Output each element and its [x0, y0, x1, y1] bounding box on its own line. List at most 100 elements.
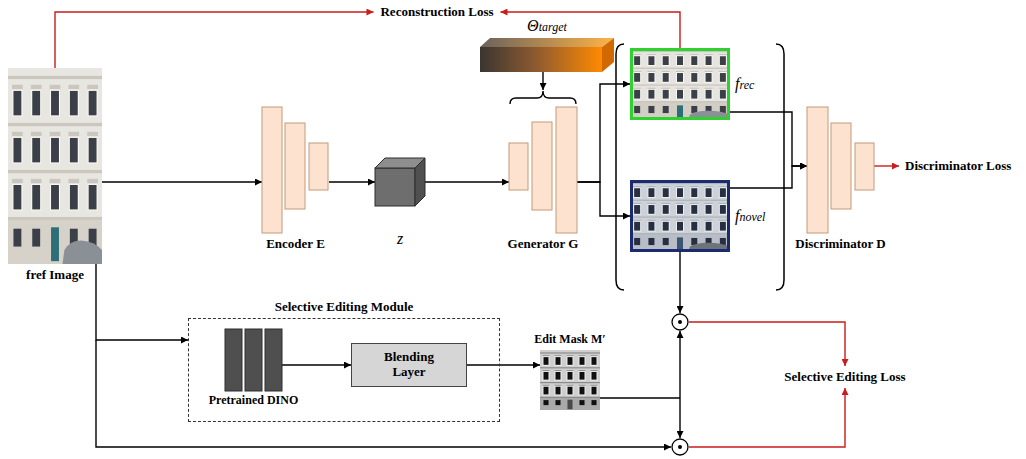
cornice: [8, 217, 102, 220]
window-frame: [554, 386, 561, 396]
window-pane: [663, 90, 669, 99]
window-pane: [634, 106, 640, 113]
connector-arrow: [874, 165, 899, 166]
window-pane: [634, 90, 640, 99]
window-pane: [579, 387, 584, 395]
connector-arrow: [577, 84, 630, 182]
loss-label-label: Discriminator Loss: [905, 159, 1011, 174]
novel-image-label: fnovel: [735, 207, 765, 225]
window-frame: [662, 89, 670, 100]
curly-brace: [510, 91, 576, 104]
window-pane: [720, 90, 726, 99]
window-pane: [691, 222, 697, 231]
window-pane: [70, 91, 78, 115]
window-pane: [543, 387, 548, 395]
cornice: [630, 200, 730, 201]
window-frame: [676, 89, 684, 100]
connector-arrow: [730, 166, 807, 188]
connector-arrow: [467, 364, 540, 365]
window-frame: [633, 221, 641, 232]
selective-editing-module: Pretrained DINOBlending LayerSelective E…: [188, 318, 500, 422]
window-lintel: [50, 85, 61, 89]
window-pane: [13, 138, 21, 162]
window-frame: [662, 72, 670, 83]
loss-label: Reconstruction Loss: [373, 3, 500, 22]
network-layer: [831, 123, 851, 209]
door: [677, 105, 683, 118]
reference-image-drawing: [8, 68, 102, 264]
pretrained-dino: Pretrained DINO: [225, 329, 282, 391]
mask-wire: [600, 397, 680, 398]
loss-label-label: Reconstruction Loss: [380, 5, 493, 20]
window-pane: [663, 188, 669, 197]
window-pane: [89, 185, 97, 209]
window-pane: [691, 205, 697, 214]
window-frame: [542, 386, 549, 396]
cornice: [630, 216, 730, 217]
window-pane: [677, 205, 683, 214]
window-pane: [543, 372, 548, 380]
window-frame: [50, 184, 60, 210]
connector-arrow: [577, 182, 630, 216]
network-layer: [262, 107, 282, 233]
window-frame: [676, 72, 684, 83]
tensor-side: [602, 38, 614, 72]
window-pane: [720, 73, 726, 82]
window-frame: [542, 371, 549, 381]
window-frame: [647, 204, 655, 215]
window-pane: [720, 56, 726, 65]
connector-arrow: [55, 12, 373, 68]
window-lintel: [68, 179, 79, 183]
cube-front: [375, 168, 415, 206]
window-pane: [677, 222, 683, 231]
reconstructed-image-label: frec: [735, 75, 754, 93]
generator-label: Generator G: [508, 237, 579, 252]
window-frame: [719, 204, 727, 215]
hadamard-product-symbol: [672, 439, 688, 455]
window-frame: [647, 55, 655, 66]
window-pane: [579, 372, 584, 380]
loss-wire: [689, 322, 845, 366]
window-pane: [13, 185, 21, 209]
window-frame: [50, 137, 60, 163]
window-pane: [663, 56, 669, 65]
window-pane: [32, 138, 40, 162]
window-pane: [691, 56, 697, 65]
blending-layer: Blending Layer: [351, 343, 467, 387]
reconstructed-image: frec: [630, 48, 730, 120]
window-pane: [579, 400, 584, 405]
backbone-layer: [265, 329, 282, 391]
window-frame: [31, 184, 41, 210]
window-pane: [663, 106, 669, 113]
cornice: [540, 382, 600, 383]
window-frame: [578, 386, 585, 396]
window-pane: [13, 91, 21, 115]
window-pane: [663, 238, 669, 245]
window-pane: [32, 185, 40, 209]
cornice: [630, 183, 730, 184]
window-frame: [690, 72, 698, 83]
window-frame: [647, 89, 655, 100]
connector-arrow: [282, 364, 351, 365]
image-border: [632, 182, 729, 251]
window-frame: [647, 221, 655, 232]
window-pane: [634, 73, 640, 82]
window-lintel: [12, 85, 23, 89]
window-frame: [719, 187, 727, 198]
window-frame: [690, 89, 698, 100]
window-frame: [88, 137, 98, 163]
novel-image: fnovel: [630, 180, 730, 252]
window-pane: [677, 56, 683, 65]
window-frame: [662, 204, 670, 215]
latent-code: z: [375, 158, 425, 206]
image-border: [632, 50, 729, 119]
loss-wire: [689, 388, 845, 447]
window-frame: [690, 55, 698, 66]
window-pane: [648, 106, 654, 113]
window-frame: [705, 72, 713, 83]
window-pane: [591, 357, 596, 365]
window-frame: [676, 221, 684, 232]
latent-code-drawing: [375, 158, 425, 206]
tensor-front: [480, 47, 602, 72]
